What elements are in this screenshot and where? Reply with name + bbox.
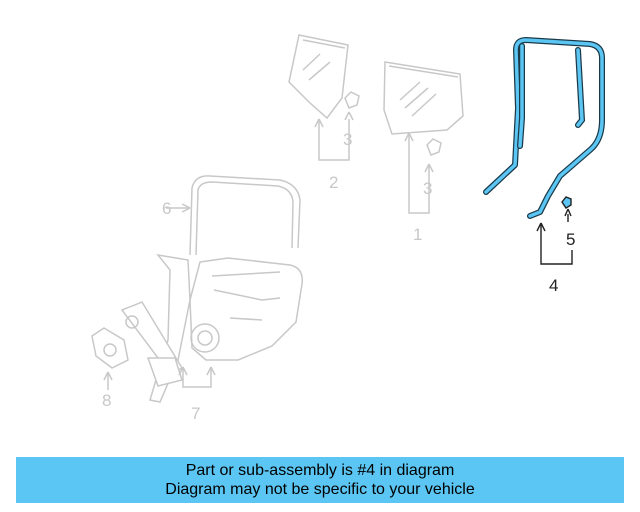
weatherstrip-part-4: [483, 37, 605, 219]
callout-3-upper: 3: [343, 130, 352, 149]
callout-1: 1: [413, 225, 422, 244]
callout-7: 7: [191, 404, 200, 423]
callout-5: 5: [566, 230, 575, 249]
run-channel-part-6: [166, 175, 301, 256]
callout-2: 2: [329, 173, 338, 192]
callout-4: 4: [549, 276, 558, 295]
callout-6: 6: [162, 199, 171, 218]
banner-line-2: Diagram may not be specific to your vehi…: [165, 481, 475, 498]
banner-line-1: Part or sub-assembly is #4 in diagram: [185, 462, 455, 479]
clip-part-5: [536, 196, 573, 265]
window-regulator-part-7: [120, 253, 303, 403]
door-glass-part-1: [383, 61, 464, 214]
info-banner: Part or sub-assembly is #4 in diagram Di…: [16, 457, 624, 503]
window-motor-part-8: [91, 327, 129, 390]
callout-3-lower: 3: [423, 179, 432, 198]
quarter-glass-part-2: [288, 34, 360, 161]
callout-8: 8: [102, 391, 111, 410]
